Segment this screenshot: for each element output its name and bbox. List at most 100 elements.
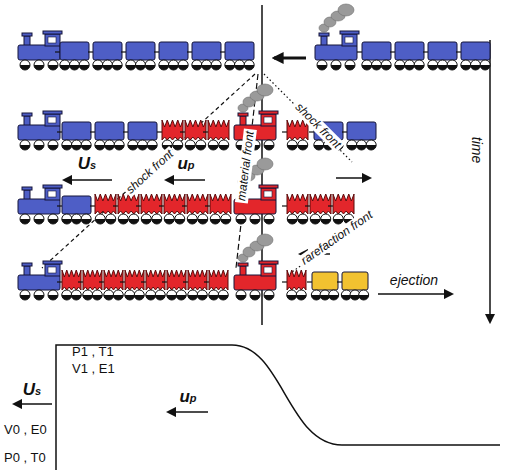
coupler (309, 131, 314, 132)
coupler (162, 281, 167, 282)
wheel (329, 290, 339, 300)
wheel (381, 65, 391, 70)
wheel (405, 60, 415, 70)
wheel (196, 140, 206, 150)
wheel (188, 295, 198, 300)
coupler (120, 281, 125, 282)
wheel (159, 60, 169, 70)
wheel (321, 214, 331, 224)
wheel (20, 140, 30, 150)
chimney (22, 113, 32, 116)
coupler (282, 205, 287, 206)
wheel (235, 65, 245, 70)
coupler (157, 131, 162, 132)
coupler (121, 51, 126, 52)
wheel (62, 145, 72, 150)
chimney (22, 33, 32, 36)
wheel (48, 65, 58, 70)
wheel (95, 140, 105, 150)
coupler (203, 131, 208, 132)
wheel (93, 60, 103, 70)
chimney (238, 113, 248, 116)
wheel (236, 290, 246, 300)
velocity-symbol: up (177, 155, 194, 174)
wheel (298, 214, 308, 224)
velocity-symbol: Us (23, 381, 41, 400)
train-car (225, 42, 254, 60)
locomotive (18, 125, 60, 140)
wheel (147, 145, 157, 150)
wheel (113, 290, 123, 300)
train-car (159, 42, 188, 60)
cab-roof (259, 261, 278, 264)
wheel (244, 65, 254, 70)
wheel (461, 60, 471, 70)
locomotive (234, 275, 276, 290)
wheel (317, 65, 327, 70)
state-variable: V0 , E0 (4, 423, 47, 437)
wheel (202, 65, 212, 70)
crushed-car (162, 120, 183, 140)
coupler (123, 131, 128, 132)
train-car (342, 272, 368, 290)
wheel (70, 65, 80, 70)
front-label: material front (235, 128, 257, 203)
wheel (167, 295, 177, 300)
wheel (62, 290, 72, 300)
coupler (90, 205, 95, 206)
locomotive-cab (45, 114, 60, 126)
wheel (169, 60, 179, 70)
wheel (167, 290, 177, 300)
chimney (22, 263, 32, 266)
crushed-car (95, 194, 116, 214)
wheel (287, 140, 297, 150)
coupler (113, 205, 118, 206)
wheel (197, 290, 207, 300)
wheel (20, 65, 30, 70)
wheel (198, 214, 208, 224)
wheel (105, 140, 115, 150)
coupler (456, 51, 461, 52)
shock-velocity-arrow (336, 177, 370, 179)
wheel (236, 219, 246, 224)
cab-roof (340, 31, 359, 34)
wheel (366, 145, 376, 150)
wheel (114, 145, 124, 150)
wheel (372, 60, 382, 70)
cab-roof (259, 111, 278, 114)
wheel (48, 145, 58, 150)
train-car (62, 196, 91, 214)
locomotive-cab (45, 264, 60, 276)
wheel (357, 140, 367, 150)
velocity-symbol: up (179, 388, 196, 407)
wheel (146, 290, 156, 300)
wheel (264, 214, 274, 224)
wheel (211, 60, 221, 70)
wheel (471, 60, 481, 70)
crushed-car (209, 270, 228, 290)
wheel (317, 60, 327, 70)
wheel (414, 60, 424, 70)
wheel (112, 65, 122, 70)
wheel (34, 140, 44, 150)
wheel (366, 140, 376, 150)
wheel (185, 145, 195, 150)
wheel (405, 65, 415, 70)
wheel (210, 214, 220, 224)
wheel (128, 145, 138, 150)
wheel (118, 219, 128, 224)
wheel (20, 295, 30, 300)
wheel (34, 65, 44, 70)
locomotive (18, 275, 60, 290)
wheel (250, 214, 260, 224)
cab-roof (43, 111, 62, 114)
wheel (176, 290, 186, 300)
wheel (192, 60, 202, 70)
wheel (264, 295, 274, 300)
wheel (362, 60, 372, 70)
wheel (95, 145, 105, 150)
wheel (235, 60, 245, 70)
wheel (196, 145, 206, 150)
cab-roof (43, 261, 62, 264)
